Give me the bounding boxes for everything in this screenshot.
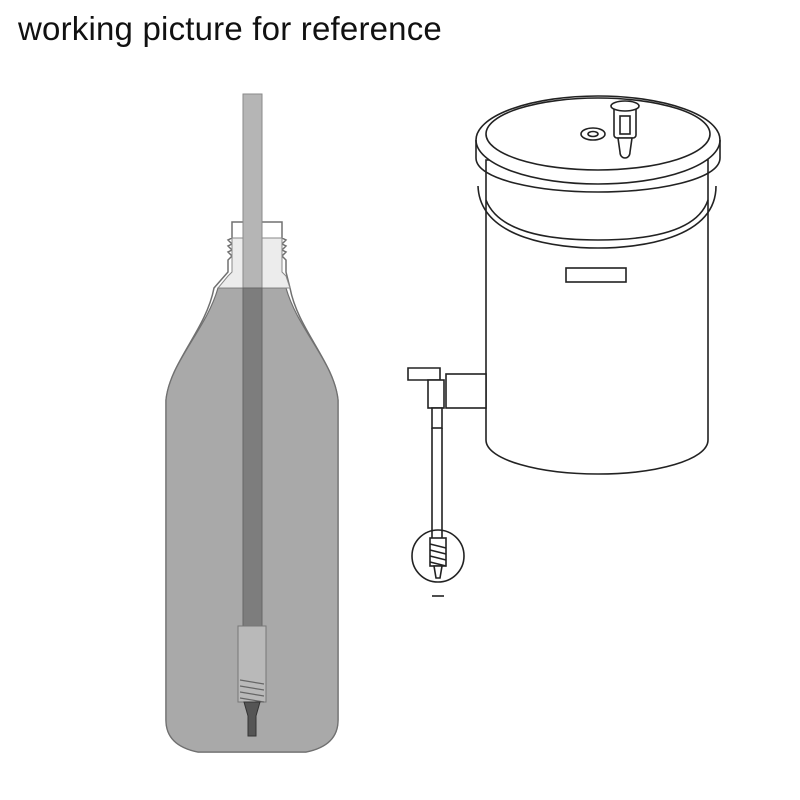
bucket-lid-inner: [485, 97, 711, 171]
filler-wand-tip: [243, 701, 261, 737]
bucket-body: [485, 159, 709, 475]
filler-wand-tube-submerged: [242, 287, 263, 629]
magnified-tip-circle: [411, 529, 465, 583]
magnified-tip-spring: [429, 537, 447, 579]
page-caption: working picture for reference: [18, 10, 442, 47]
bottling-tube: [431, 428, 443, 550]
bucket-handle-inner: [485, 199, 709, 241]
airlock-icon: [610, 100, 640, 159]
filler-wand-spring: [239, 679, 265, 703]
fermenting-bucket: [407, 95, 721, 597]
bucket-handle-grip: [565, 267, 627, 283]
bottle-with-filler-wand: [165, 93, 339, 753]
filler-wand-tube-top: [242, 93, 263, 291]
spigot-icon: [407, 367, 487, 429]
filler-wand-valve: [237, 625, 267, 703]
bucket-lid-rim: [475, 140, 721, 193]
bucket-handle: [477, 185, 717, 249]
